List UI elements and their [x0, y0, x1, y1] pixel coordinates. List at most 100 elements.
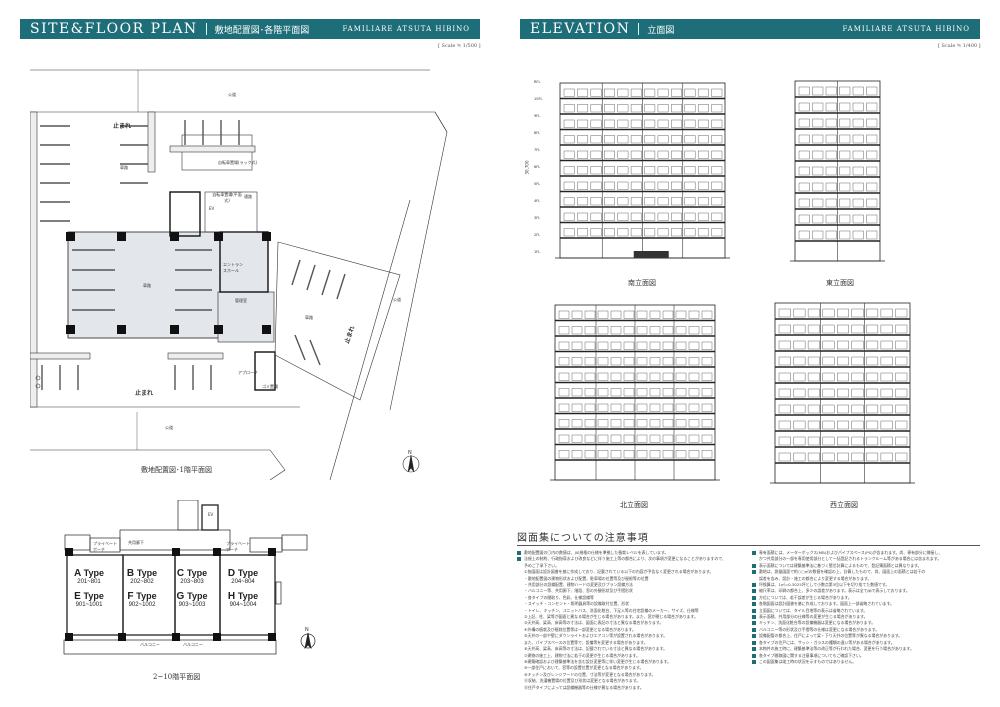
south-elevation-caption: 南立面図 [628, 279, 656, 287]
label-driveway: 車路 [143, 283, 151, 288]
page-title: ELEVATION [530, 21, 631, 37]
brand-name: FAMILIARE ATSUTA HIBINO [842, 25, 970, 33]
notes-left-column: 敷地配置図の〇内の数値は、JIS規格の仕様を準拠した植栽レベルを表しています。法… [517, 550, 742, 691]
east-elevation-caption: 東立面図 [826, 279, 854, 287]
page-subtitle: 敷地配置図･各階平面図 [214, 25, 310, 36]
scale-label: [ Scale ≒ 1/500 ] [438, 43, 481, 49]
note-item: ⑦建物の施工上、建物寸法に若干の変更が生じる場合があります。 [524, 652, 640, 658]
label-ev: EV [208, 512, 214, 517]
floor-level-label: 8FL [534, 131, 541, 135]
note-item: 設備配管の都合上、住戸によって梁・下り天井の位置等が異なる場合があります。 [752, 633, 977, 639]
label-road-bottom: 公道 [165, 425, 173, 430]
note-item: 表示面積、共用部分の仕様等の変更が生じる場合があります。 [752, 614, 977, 620]
west-elevation [770, 302, 915, 484]
note-item: この図面集は竣工時の状況を示すものではありません。 [752, 659, 977, 665]
note-item: 縮尺率は、印刷の都合上、多少の誤差があります。表示は全て㎜で表示しております。 [752, 588, 977, 594]
label-entrance: エントランスホール [223, 262, 243, 273]
unit-range: 204~804 [231, 579, 255, 585]
note-item: ②上記、柱、梁等が図面と異なる場合が生じる場合があります。また、窓が閉じる場合が… [524, 614, 698, 620]
note-item: ・敷地配置図の建物形状および配置、駐車場の位置等及び屋根等の位置 [524, 575, 649, 581]
label-manager: 管理室 [235, 298, 247, 303]
unit-type-name: H Type [227, 591, 259, 602]
floor-level-label: 4FL [534, 199, 541, 203]
note-item: 誤差を含み、設計・施工の都合により変更する場合があります。 [759, 575, 872, 581]
note-item: 専有面積には、メーターボックス(MB)およびパイプスペース(PS)が含まれます。… [752, 550, 977, 556]
note-item: ⑤天井の一部や壁にダウンライトおよびエアコン等が設置される場合があります。 [524, 633, 668, 639]
north-elevation-caption: 北立面図 [620, 501, 648, 509]
label-balcony: バルコニー [140, 642, 160, 647]
unit-type-name: D Type [227, 568, 259, 579]
floor-level-label: RFL [534, 80, 541, 84]
floor-level-label: 9FL [534, 114, 541, 118]
site-plan-drawing [30, 69, 448, 480]
note-item: ①各図面は設計図書を基に作成しており、記載されている以下の内容が予告なく変更され… [524, 569, 714, 575]
stop-marking: 止まれ [135, 390, 154, 397]
note-item: また、パイプスペースの位置等で、設備等を変更する場合があります。 [524, 639, 648, 645]
notes-right-column: 専有面積には、メーターボックス(MB)およびパイプスペース(PS)が含まれます。… [752, 550, 977, 665]
label-road-right: 公道 [393, 297, 401, 302]
floor-level-label: 6FL [534, 165, 541, 169]
floor-level-label: 2FL [534, 233, 541, 237]
note-item: ⑫住戸タイプによっては設備機器等の仕様が異なる場合があります。 [524, 684, 644, 690]
label-passage: 通路 [244, 194, 252, 199]
note-item: 各タイプの住戸には、サッシ・ガラスの種類の違い等がある場合があります。 [752, 640, 977, 646]
label-driveway: 車路 [120, 165, 128, 170]
stop-marking: 止まれ [113, 123, 132, 130]
note-item: 表示面積については建築基準法に基づく壁芯計算によるもので、登記簿面積とは異なりま… [752, 563, 977, 569]
unit-range: 904~1004 [229, 602, 257, 608]
floor-plan-drawing [63, 500, 316, 655]
unit-type-name: E Type [74, 591, 104, 602]
note-item: ・各タイプの間取り、色彩、仕様設備等 [524, 594, 594, 600]
note-item: 各階図面は設計図書を基に作成しております。図面上一部省略されています。 [752, 601, 977, 607]
note-item: 立面図については、タイル目地等の表示は省略されています。 [752, 608, 977, 614]
notes-divider [517, 545, 980, 546]
label-porch: プライベートポーチ [93, 541, 117, 552]
unit-type-name: G Type [176, 591, 208, 602]
note-item: ・共用部分の設備配置、建物ハードの変更及びプラン設備方法 [524, 582, 633, 588]
note-item: バルコニー等の形状及び手摺等の仕様は変更になる場合があります。 [752, 627, 977, 633]
note-item: ⑨一部住戸において、窓等の設置位置が変更となる場合があります。 [524, 665, 644, 671]
notes-title: 図面集についての注意事項 [517, 533, 649, 544]
note-item: 法規上の制約、行政指導および改良などに伴う施工上等の都合により、次の事項が変更に… [517, 556, 742, 562]
note-item: ・バルコニー等、共用廊下、階段、窓の外観形状及び手摺形状 [524, 588, 633, 594]
unit-range: 201~801 [77, 579, 101, 585]
north-label: N [408, 450, 412, 456]
floor-plan-caption: 2~10階平面図 [153, 673, 201, 681]
label-bike-flat: 自転車置場(平面式) [212, 192, 242, 203]
east-elevation [790, 80, 885, 262]
label-porch: プライベートポーチ [226, 541, 250, 552]
unit-type-name: C Type [176, 568, 208, 579]
note-item: 敷地は、測量図面で約○○㎡の数値を確認の上、計算したもので、尚、図面上の面積とは… [752, 569, 977, 575]
title-divider [638, 23, 640, 35]
note-item: ⑧建築確認および建築基準法を含む設計変更等に伴い変更が生じる場合があります。 [524, 658, 672, 664]
note-item: 敷地配置図の〇内の数値は、JIS規格の仕様を準拠した植栽レベルを表しています。 [517, 550, 742, 556]
label-driveway: 車路 [305, 315, 313, 320]
page-subtitle: 立面図 [647, 25, 675, 36]
label-ev: EV [209, 206, 215, 211]
label-bike-rack: 自転車置場(ラック式) [218, 160, 258, 165]
scale-label: [ Scale ≒ 1/400 ] [938, 43, 981, 49]
note-item: ・トイレ、キッチン、ユニットバス、洗面化粧台、下足入等の住宅設備のメーカー、サイ… [524, 607, 699, 613]
label-balcony: バルコニー [183, 642, 203, 647]
south-elevation [555, 82, 730, 259]
note-item: ⑪収納、洗濯機置場の位置及び形状は変更となる場合があります。 [524, 678, 641, 684]
note-item: キッチン、洗面化粧台等の設備機器は変更になる場合があります。 [752, 620, 977, 626]
floor-level-label: 1FL [534, 250, 541, 254]
unit-range: 903~1003 [178, 602, 206, 608]
floor-level-label: 3FL [534, 216, 541, 220]
unit-range: 202~802 [130, 579, 154, 585]
brand-name: FAMILIARE ATSUTA HIBINO [342, 25, 470, 33]
right-page-header: ELEVATION 立面図 FAMILIARE ATSUTA HIBINO [520, 19, 980, 39]
unit-range: 902~1002 [128, 602, 156, 608]
note-item: 方位については、若干誤差が生じる場合があります。 [752, 595, 977, 601]
unit-type-name: F Type [127, 591, 157, 602]
label-corridor: 共用廊下 [128, 540, 144, 545]
label-road-top: 公道 [228, 92, 236, 97]
floor-level-label: 7FL [534, 148, 541, 152]
label-garbage: ゴミ置場 [262, 384, 278, 389]
note-item: ③天井高、梁高、床高等の寸法は、図面に表記の寸法と異なる場合があります。 [524, 620, 664, 626]
note-item: 予めご了承下さい。 [524, 562, 560, 568]
